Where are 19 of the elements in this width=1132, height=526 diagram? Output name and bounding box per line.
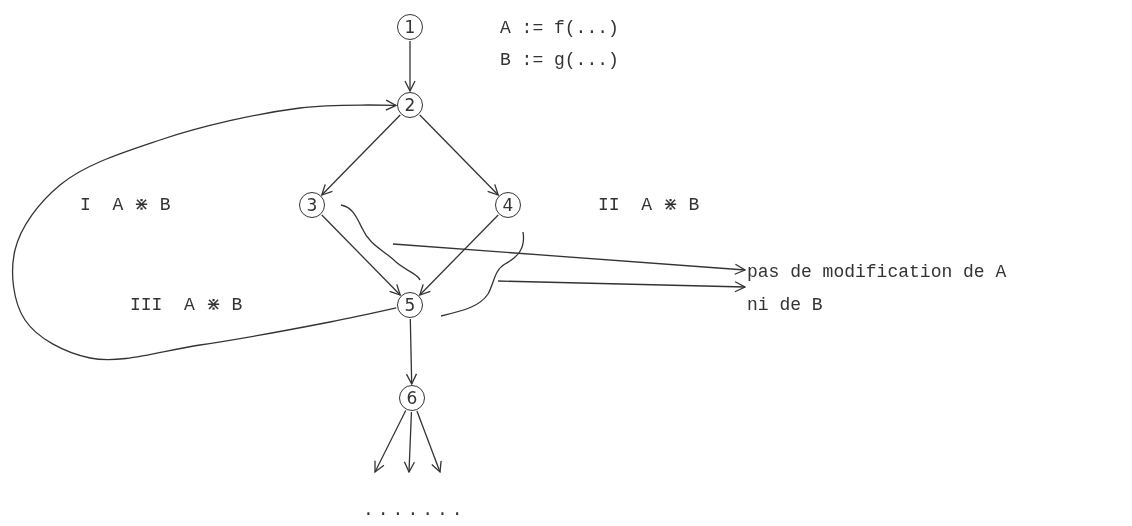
arrow: [419, 114, 499, 196]
arrow: [416, 410, 442, 473]
arrow: [392, 243, 746, 275]
arrow: [321, 214, 401, 296]
arrow: [404, 40, 416, 92]
arrow: [321, 114, 401, 196]
formula-label: A := f(...): [500, 18, 619, 38]
formula-label: III A ⋇ B: [130, 294, 243, 315]
arrow: [11, 99, 397, 361]
ellipsis-dots: .......: [363, 500, 467, 520]
annotation-text: pas de modification de A ni de B: [747, 256, 1032, 322]
formula-label: I A ⋇ B: [80, 194, 171, 215]
arrow: [419, 214, 499, 296]
arrow: [497, 280, 746, 293]
arrow: [405, 318, 418, 385]
arrow: [374, 409, 407, 473]
formula-label: B := g(...): [500, 50, 619, 70]
formula-label: II A ⋇ B: [598, 194, 700, 215]
arrow: [403, 411, 416, 473]
